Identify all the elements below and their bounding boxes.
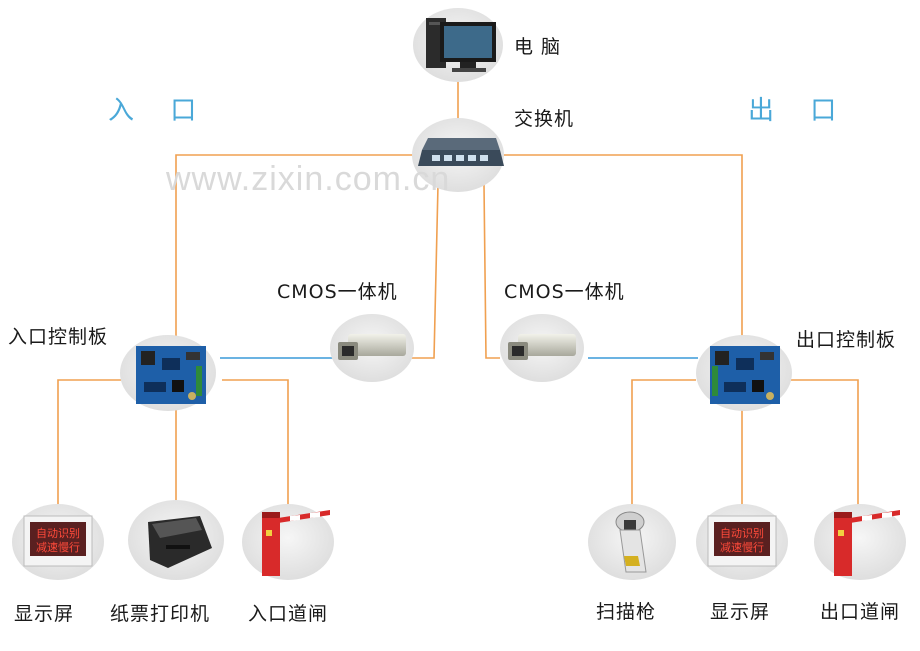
wire-switch-exit-board [490,154,743,338]
display-left-label: 显示屏 [14,603,75,625]
printer-label: 纸票打印机 [110,603,211,625]
entry-board-label: 入口控制板 [8,326,109,348]
display-left-node: 自动识别 减速慢行 [12,504,104,580]
entry-gate-label: 入口道闸 [248,603,329,625]
wire-switch-entry-board [175,154,425,338]
cmos-left-label: CMOS一体机 [277,281,398,303]
exit-gate-label: 出口道闸 [820,601,901,623]
computer-node [413,8,503,82]
watermark: www.zixin.com.cn [166,160,451,198]
wire-switch-cmos-left [410,184,439,359]
entry-board-node [120,335,216,411]
screen-line2-right: 减速慢行 [720,541,764,554]
screen-line1-right: 自动识别 [720,527,764,540]
switch-label: 交换机 [514,108,575,130]
screen-line2-left: 减速慢行 [36,541,80,554]
cmos-camera-left [330,314,414,382]
wire-exit-scanner [631,379,696,508]
exit-board-label: 出口控制板 [796,329,897,351]
cmos-camera-right [500,314,584,382]
entry-gate-node [242,504,334,580]
entrance-zone-title: 入 口 [108,96,211,126]
exit-gate-node [814,504,906,580]
exit-zone-title: 出 口 [748,96,851,126]
connection-lines [57,80,859,508]
printer-node [128,500,224,580]
scanner-label: 扫描枪 [596,601,657,623]
cmos-right-label: CMOS一体机 [504,281,625,303]
screen-line1-left: 自动识别 [36,527,80,540]
wire-entry-gate [222,379,289,508]
display-right-label: 显示屏 [710,601,771,623]
exit-board-node [696,335,792,411]
scanner-node [588,504,676,580]
display-right-node: 自动识别 减速慢行 [696,504,788,580]
switch-node [412,118,504,192]
computer-label: 电 脑 [514,36,562,58]
wire-exit-gate [790,379,859,508]
wire-entry-display [57,379,125,508]
wire-switch-cmos-right [483,184,500,359]
